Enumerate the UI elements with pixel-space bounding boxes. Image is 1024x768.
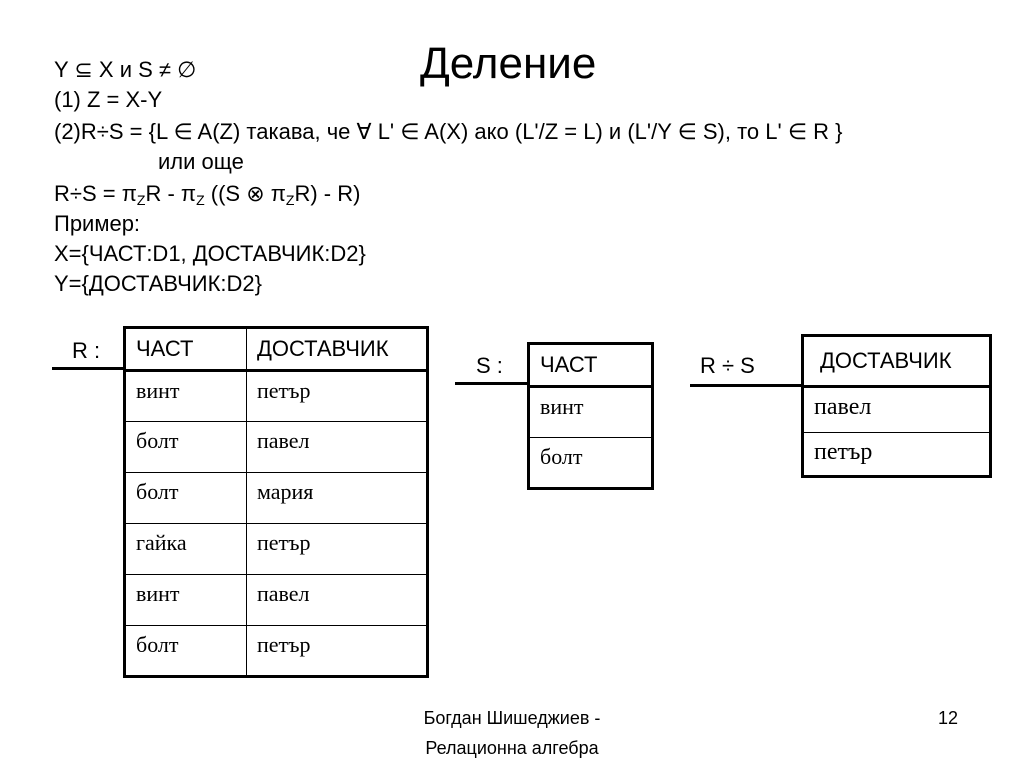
table-row: гайка петър	[124, 523, 428, 575]
table-cell: петър	[246, 370, 428, 422]
table-cell: болт	[528, 437, 653, 489]
formula-part: R÷S = π	[54, 181, 137, 206]
formula-part: ((S ⊗ π	[204, 181, 286, 206]
formula-subscript: Z	[196, 192, 205, 208]
table-cell: петър	[802, 432, 991, 477]
table-row: болт петър	[124, 625, 428, 677]
division-result-label-underline	[690, 384, 802, 387]
formula-subscript: Z	[136, 192, 146, 208]
table-cell: петър	[246, 625, 428, 677]
formula-part: R) - R)	[294, 181, 361, 206]
division-result-label: R ÷ S	[700, 353, 755, 378]
column-header-part: ЧАСТ	[528, 343, 653, 388]
table-cell: винт	[124, 574, 247, 626]
relation-r-label-underline	[52, 367, 124, 370]
definition-line-z: (1) Z = X-Y	[54, 87, 163, 112]
table-cell: павел	[802, 386, 991, 433]
formula-part: R - π	[145, 181, 197, 206]
example-x-definition: X={ЧАСТ:D1, ДОСТАВЧИК:D2}	[54, 241, 366, 266]
page-number: 12	[938, 708, 959, 728]
table-cell: павел	[246, 574, 428, 626]
definition-line-or-also: или още	[158, 149, 244, 174]
table-header-row: ДОСТАВЧИК	[802, 335, 991, 388]
table-row: петър	[802, 432, 991, 477]
definition-line-subset: Y ⊆ X и S ≠ ∅	[54, 57, 197, 82]
table-cell: болт	[124, 421, 247, 473]
table-row: болт павел	[124, 421, 428, 473]
column-header-supplier: ДОСТАВЧИК	[802, 335, 991, 388]
table-row: болт мария	[124, 472, 428, 524]
footer-course-line: Релационна алгебра	[425, 738, 599, 758]
table-cell: болт	[124, 472, 247, 524]
definition-line-division: (2)R÷S = {L ∈ A(Z) такава, че ∀ L' ∈ A(X…	[54, 119, 843, 144]
table-row: винт	[528, 386, 653, 438]
relation-r-label: R :	[72, 338, 101, 363]
example-y-definition: Y={ДОСТАВЧИК:D2}	[54, 271, 262, 296]
table-cell: павел	[246, 421, 428, 473]
division-result-table: ДОСТАВЧИК павел петър	[801, 334, 992, 478]
table-cell: гайка	[124, 523, 247, 575]
relation-s-label: S :	[476, 353, 503, 378]
table-row: павел	[802, 386, 991, 433]
table-cell: мария	[246, 472, 428, 524]
table-row: болт	[528, 437, 653, 489]
table-header-row: ЧАСТ	[528, 343, 653, 388]
division-formula: R÷S = πZR - πZ ((S ⊗ πZR) - R)	[54, 179, 360, 215]
footer-author: Богдан Шишеджиев - Релационна алгебра	[382, 703, 642, 763]
table-cell: болт	[124, 625, 247, 677]
column-header-supplier: ДОСТАВЧИК	[246, 327, 428, 372]
column-header-part: ЧАСТ	[124, 327, 247, 372]
slide-title: Деление	[420, 39, 597, 88]
example-heading: Пример:	[54, 211, 141, 236]
table-cell: петър	[246, 523, 428, 575]
relation-s-label-underline	[455, 382, 528, 385]
table-cell: винт	[124, 370, 247, 422]
table-row: винт павел	[124, 574, 428, 626]
formula-subscript: Z	[285, 192, 295, 208]
table-cell: винт	[528, 386, 653, 438]
relation-s-table: ЧАСТ винт болт	[527, 342, 654, 490]
relation-r-table: ЧАСТ ДОСТАВЧИК винт петър болт павел бол…	[123, 326, 429, 678]
footer-author-line: Богдан Шишеджиев -	[423, 708, 601, 728]
table-header-row: ЧАСТ ДОСТАВЧИК	[124, 327, 428, 372]
table-row: винт петър	[124, 370, 428, 422]
